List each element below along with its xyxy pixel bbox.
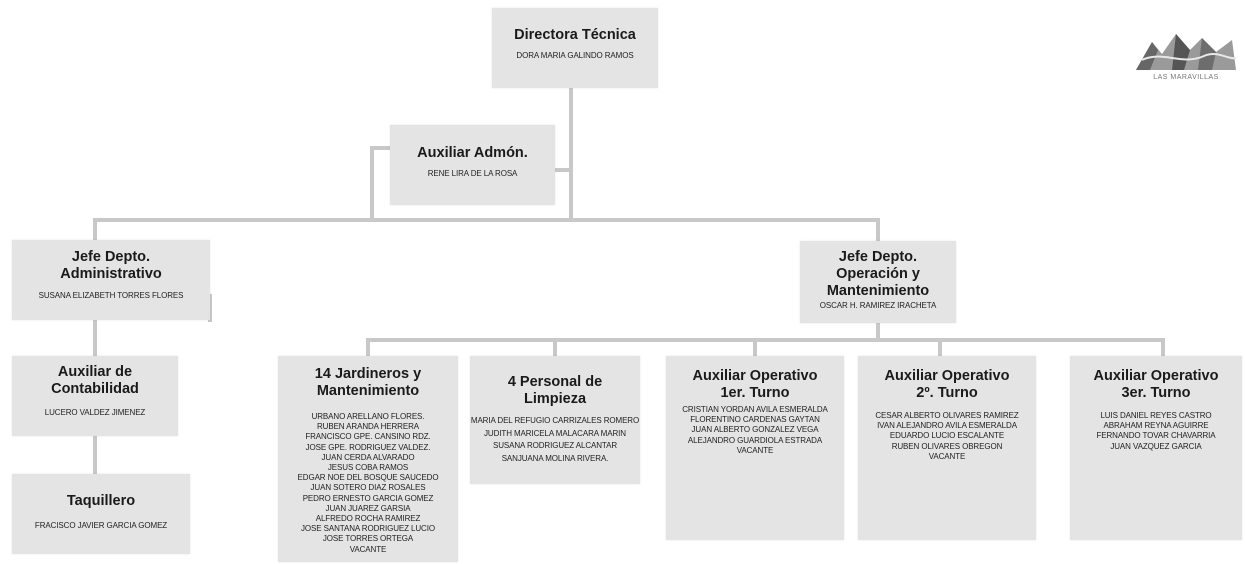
node-names: LUIS DANIEL REYES CASTRO ABRAHAM REYNA A…: [1096, 411, 1216, 451]
node-title: Jefe Depto. Operación y Mantenimiento: [826, 249, 930, 299]
node-names: CRISTIAN YORDAN AVILA ESMERALDA FLORENTI…: [682, 405, 828, 455]
node-names: RENE LIRA DE LA ROSA: [427, 169, 518, 178]
node-names: URBANO ARELLANO FLORES. RUBEN ARANDA HER…: [297, 412, 439, 554]
node-jefe-administrativo: Jefe Depto. Administrativo SUSANA ELIZAB…: [12, 240, 210, 320]
node-names: MARIA DEL REFUGIO CARRIZALES ROMERO JUDI…: [470, 416, 640, 463]
node-auxiliar-admon: Auxiliar Admón. RENE LIRA DE LA ROSA: [390, 125, 555, 205]
node-auxiliar-contabilidad: Auxiliar de Contabilidad LUCERO VALDEZ J…: [12, 356, 178, 436]
node-jardineros: 14 Jardineros y Mantenimiento URBANO ARE…: [278, 356, 458, 562]
node-names: OSCAR H. RAMIREZ IRACHETA: [819, 301, 937, 310]
node-title: 4 Personal de Limpieza: [507, 374, 603, 407]
node-jefe-operacion: Jefe Depto. Operación y Mantenimiento OS…: [800, 241, 956, 323]
node-title: Jefe Depto. Administrativo: [60, 249, 162, 282]
node-title: Auxiliar Operativo 3er. Turno: [1093, 368, 1219, 401]
node-title: Taquillero: [66, 493, 136, 509]
node-title: Auxiliar de Contabilidad: [51, 364, 139, 397]
node-auxiliar-operativo-1er-turno: Auxiliar Operativo 1er. Turno CRISTIAN Y…: [666, 356, 844, 540]
node-directora-tecnica: Directora Técnica DORA MARIA GALINDO RAM…: [492, 8, 658, 88]
node-title: Directora Técnica: [514, 27, 636, 43]
node-title: Auxiliar Operativo 2º. Turno: [884, 368, 1010, 401]
node-names: FRACISCO JAVIER GARCIA GOMEZ: [34, 521, 168, 530]
logo-text: LAS MARAVILLAS: [1153, 74, 1219, 81]
node-taquillero: Taquillero FRACISCO JAVIER GARCIA GOMEZ: [12, 474, 190, 554]
node-title: 14 Jardineros y Mantenimiento: [314, 366, 422, 399]
node-title: Auxiliar Operativo 1er. Turno: [692, 368, 818, 401]
mountain-logo-icon: [1136, 34, 1237, 70]
node-auxiliar-operativo-2do-turno: Auxiliar Operativo 2º. Turno CESAR ALBER…: [858, 356, 1036, 540]
node-names: SUSANA ELIZABETH TORRES FLORES: [38, 291, 184, 300]
node-names: CESAR ALBERTO OLIVARES RAMIREZ IVAN ALEJ…: [875, 411, 1019, 461]
node-names: LUCERO VALDEZ JIMENEZ: [44, 408, 146, 417]
node-auxiliar-operativo-3er-turno: Auxiliar Operativo 3er. Turno LUIS DANIE…: [1070, 356, 1242, 540]
node-title: Auxiliar Admón.: [417, 145, 528, 161]
node-limpieza: 4 Personal de Limpieza MARIA DEL REFUGIO…: [470, 356, 640, 484]
node-names: DORA MARIA GALINDO RAMOS: [516, 51, 634, 60]
